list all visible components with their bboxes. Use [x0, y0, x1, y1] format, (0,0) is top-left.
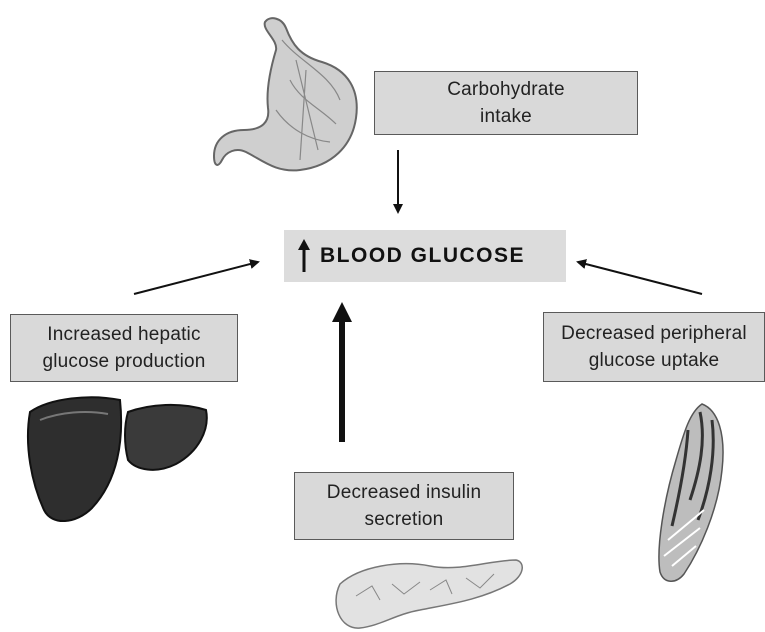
peripheral-uptake-box: Decreased peripheral glucose uptake	[543, 312, 765, 382]
blood-glucose-label: BLOOD GLUCOSE	[320, 244, 525, 268]
peripheral-line1: Decreased peripheral	[561, 320, 747, 347]
insulin-secretion-box: Decreased insulin secretion	[294, 472, 514, 540]
carbohydrate-line2: intake	[480, 103, 532, 130]
peripheral-line2: glucose uptake	[589, 347, 720, 374]
hepatic-line1: Increased hepatic	[47, 321, 200, 348]
up-arrow-icon	[296, 238, 312, 274]
pancreas-icon	[336, 560, 522, 628]
carbohydrate-line1: Carbohydrate	[447, 76, 565, 103]
stomach-icon	[214, 18, 357, 170]
carbohydrate-intake-box: Carbohydrate intake	[374, 71, 638, 135]
insulin-line1: Decreased insulin	[327, 479, 481, 506]
arrow-hepatic-to-glucose	[134, 262, 258, 294]
insulin-line2: secretion	[365, 506, 444, 533]
hepatic-line2: glucose production	[42, 348, 205, 375]
hepatic-glucose-box: Increased hepatic glucose production	[10, 314, 238, 382]
liver-icon	[28, 397, 207, 521]
muscle-icon	[659, 404, 723, 581]
blood-glucose-box: BLOOD GLUCOSE	[284, 230, 566, 282]
arrow-peripheral-to-glucose	[578, 262, 702, 294]
